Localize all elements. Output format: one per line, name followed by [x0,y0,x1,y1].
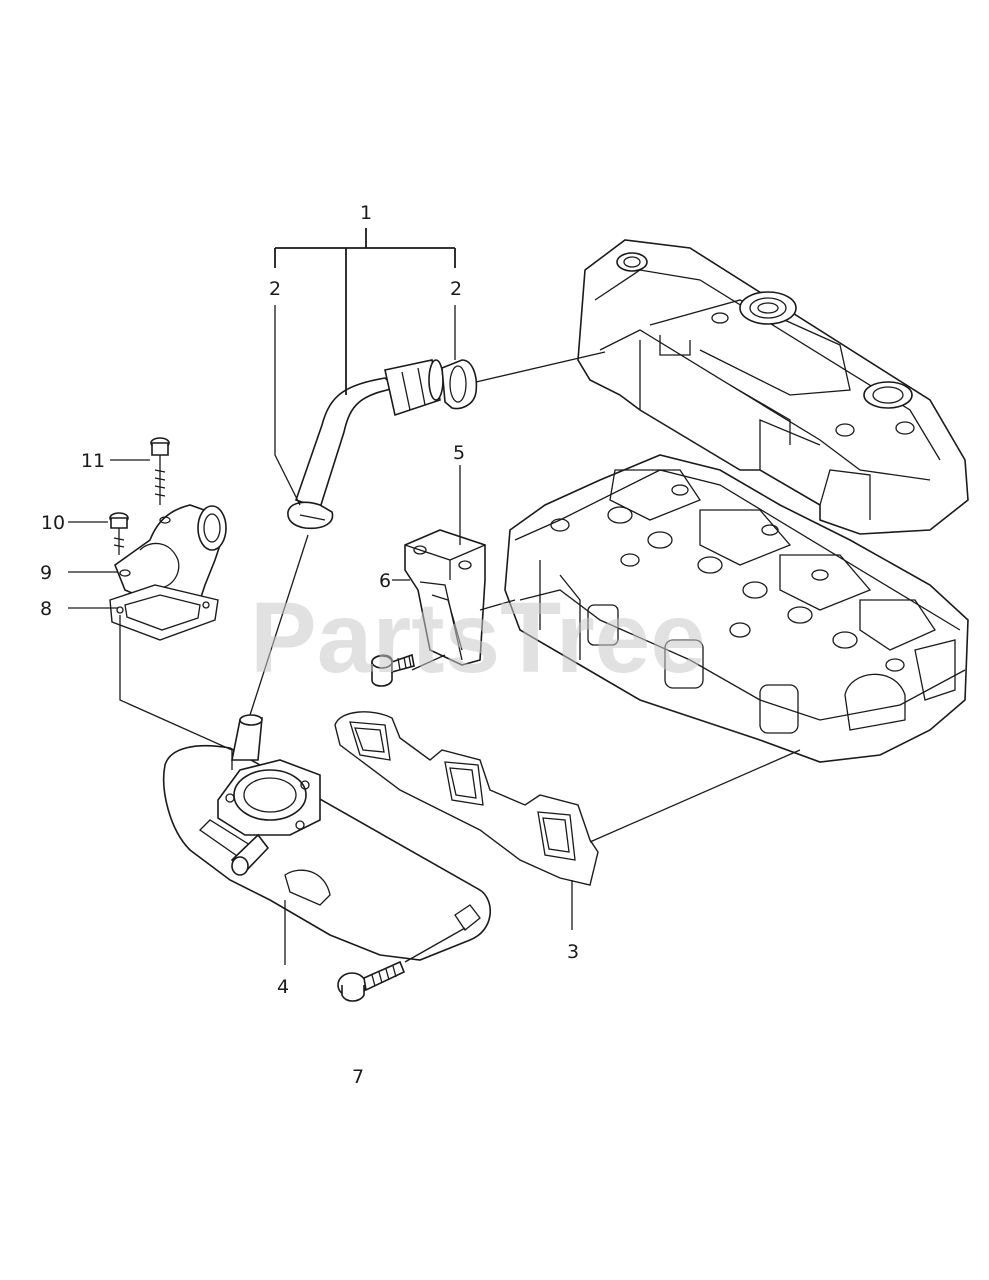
watermark: PartsTree [250,582,706,694]
hose-clamp-lower [287,501,334,530]
bolt-11 [150,437,170,505]
callout-7: 7 [352,1066,364,1088]
valve-cover [577,239,969,535]
callout-4: 4 [277,976,289,998]
callout-5: 5 [453,442,465,464]
callout-10: 10 [41,512,65,534]
hose-clamp-upper [441,359,478,410]
flange-bolt-6 [371,653,415,687]
thermostat-cover [114,504,227,606]
callout-2-right: 2 [450,278,462,300]
callout-1: 1 [360,202,372,224]
callout-2-left: 2 [269,278,281,300]
bracket [404,529,486,666]
bolt-10 [109,512,129,555]
callout-11: 11 [81,450,105,472]
callout-9: 9 [40,562,52,584]
leader-lines [68,228,801,965]
cylinder-head [504,454,969,763]
callout-8: 8 [40,598,52,620]
flange-bolt-7 [337,960,406,1002]
gasket-8 [109,584,219,641]
callout-6: 6 [379,570,391,592]
callout-3: 3 [567,941,579,963]
manifold [162,714,492,961]
breather-hose [294,359,444,510]
manifold-gasket [334,711,599,886]
